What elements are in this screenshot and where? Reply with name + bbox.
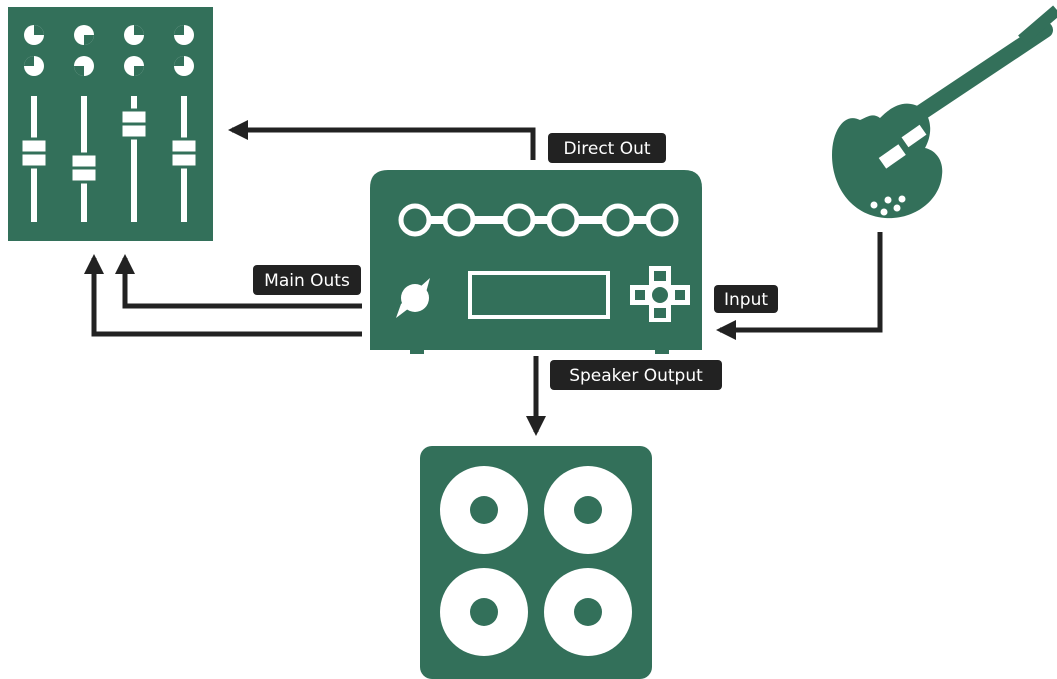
mixing-console-icon [8, 7, 213, 241]
svg-text:Speaker Output: Speaker Output [569, 366, 703, 386]
input-label: Input [714, 285, 778, 313]
main-out-arrow-inner [115, 254, 362, 309]
electric-guitar-icon [832, 5, 1057, 219]
input-arrow [716, 232, 883, 340]
signal-arrows [84, 120, 883, 436]
svg-text:Main Outs: Main Outs [264, 271, 350, 291]
svg-text:Direct Out: Direct Out [563, 139, 650, 159]
speaker-cabinet-icon [420, 446, 652, 679]
direct-out-label: Direct Out [548, 133, 666, 163]
main-outs-label: Main Outs [253, 265, 361, 295]
direct-out-arrow [228, 120, 536, 160]
speaker-output-label: Speaker Output [550, 360, 722, 390]
main-out-arrow-outer [84, 254, 362, 337]
svg-text:Input: Input [724, 290, 768, 310]
amp-modeler-icon [370, 170, 702, 354]
